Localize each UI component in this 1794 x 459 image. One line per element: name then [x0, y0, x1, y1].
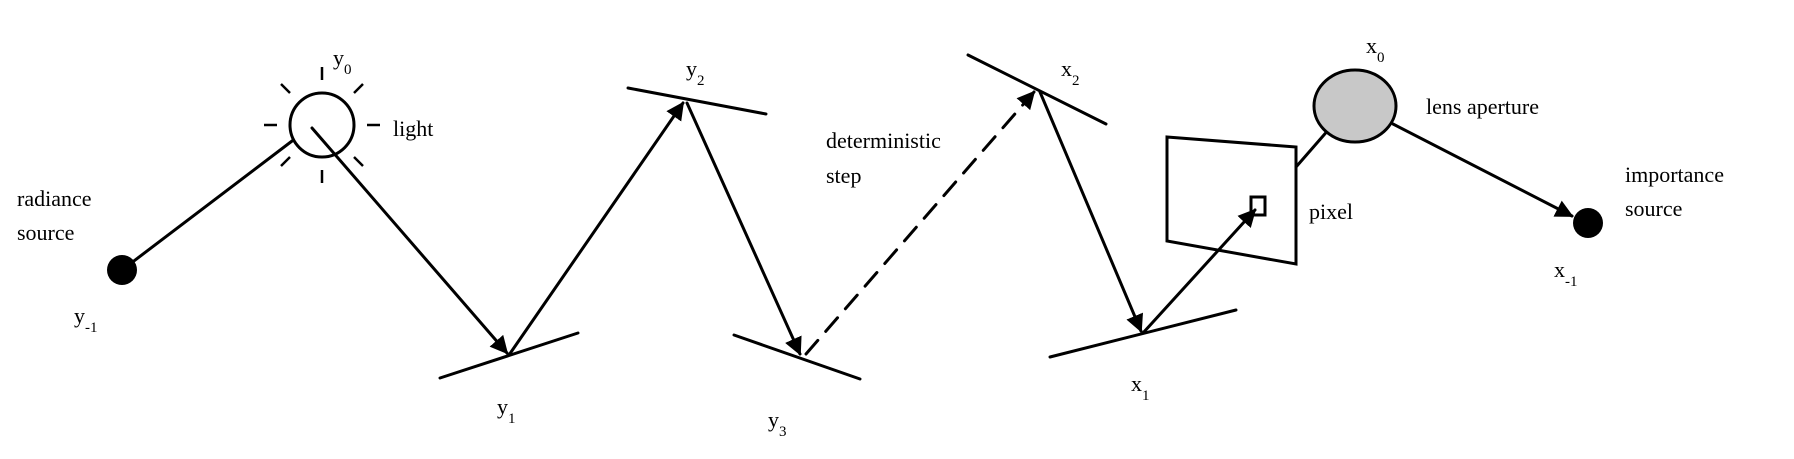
pixel-label: pixel: [1309, 199, 1353, 224]
importance-source-dot-icon: [1573, 208, 1603, 238]
surface-y3: [732, 333, 862, 381]
path-segment-x2-to-x1: [1038, 90, 1143, 333]
light-label: light: [393, 116, 433, 141]
vertex-label-y-minus1: y-1: [74, 303, 98, 336]
path-segment-x1-to-pixel: [1141, 208, 1257, 335]
vertex-label-y1: y1: [497, 394, 516, 427]
vertex-label-x1: x1: [1131, 371, 1150, 404]
path-segment-y0-to-y1: [310, 126, 509, 355]
path-segment-deterministic-step: [804, 90, 1036, 356]
vertex-label-y2: y2: [686, 56, 705, 89]
light-bulb-icon: [264, 67, 380, 183]
vertex-label-y0: y0: [333, 45, 352, 78]
image-plane: [1165, 135, 1298, 266]
importance-source-label: importance source: [1625, 162, 1729, 221]
vertex-label-x0: x0: [1366, 33, 1385, 66]
path-segment-y1-to-y2: [507, 101, 685, 357]
surface-y2: [626, 86, 768, 116]
surface-x2: [966, 53, 1108, 126]
deterministic-step-label: deterministic step: [826, 128, 946, 188]
path-segment-y2-to-y3: [685, 101, 802, 356]
path-segment-source-to-light: [120, 136, 298, 272]
vertex-label-x-minus1: x-1: [1554, 257, 1578, 290]
vertex-label-x2: x2: [1061, 56, 1080, 89]
lens-aperture-icon: [1312, 68, 1398, 144]
radiance-source-label: radiance source: [17, 186, 97, 245]
lens-aperture-label: lens aperture: [1426, 94, 1539, 119]
path-segment-lens-to-importance: [1391, 122, 1574, 218]
vertex-label-y3: y3: [768, 407, 787, 440]
